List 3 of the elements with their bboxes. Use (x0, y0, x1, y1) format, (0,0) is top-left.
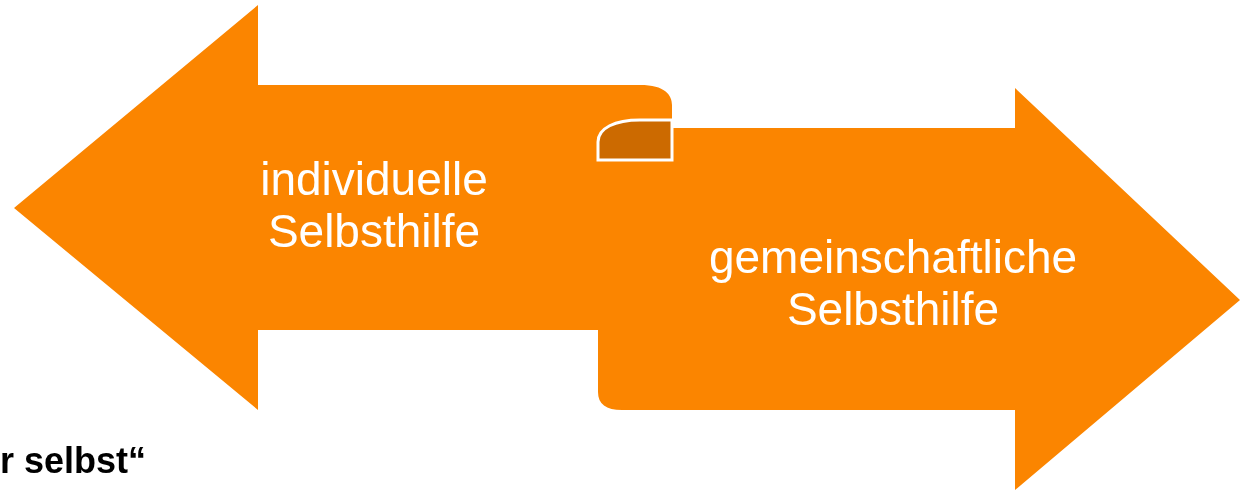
note-text: r selbst“ (0, 440, 147, 482)
arrow-text: gemeinschaftliche Selbsthilfe (707, 231, 1079, 335)
arrow-text: individuelle Selbsthilfe (259, 153, 489, 257)
